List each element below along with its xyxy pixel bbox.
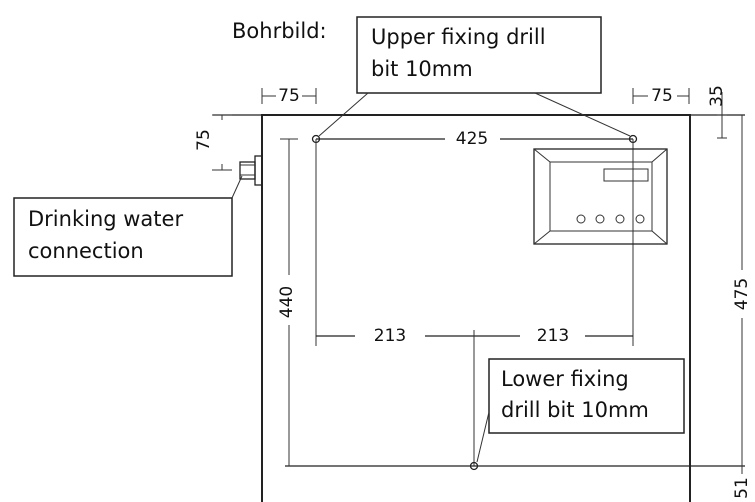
upper-callout-line1: Upper fixing drill	[371, 25, 546, 49]
dim-right-offset: 75	[632, 86, 690, 106]
lower-leader	[476, 411, 490, 463]
dim-top-offset: 35	[707, 85, 727, 139]
control-panel	[533, 148, 668, 245]
dim-overall-height-label: 475	[732, 278, 752, 310]
water-connection-callout: Drinking water connection	[13, 175, 243, 277]
dim-vertical-holes: 440	[277, 138, 298, 466]
dim-half-right-label: 213	[537, 326, 569, 346]
drawing-title: Bohrbild:	[232, 19, 327, 43]
dim-hole-spacing-label: 425	[456, 129, 488, 149]
dim-water-offset: 75	[194, 114, 232, 171]
dim-left-offset-label: 75	[278, 86, 300, 106]
upper-callout-line2: bit 10mm	[371, 57, 473, 81]
panel-button-1	[576, 214, 586, 224]
upper-leader-left	[318, 92, 369, 137]
water-connection-fitting	[239, 155, 263, 186]
upper-fixing-callout: Upper fixing drill bit 10mm	[318, 16, 631, 137]
dim-bottom-offset-label: 51	[732, 477, 752, 499]
dim-top-offset-label: 35	[707, 85, 727, 107]
dim-half-left-label: 213	[374, 326, 406, 346]
panel-button-2	[595, 214, 605, 224]
water-callout-line1: Drinking water	[28, 207, 183, 231]
lower-callout-line1: Lower fixing	[501, 367, 629, 391]
dim-half-spacing: 213 213	[316, 326, 633, 466]
display-window	[603, 168, 649, 182]
dim-hole-spacing: 425	[316, 129, 633, 149]
lower-hole	[469, 461, 479, 471]
unit-outline	[261, 114, 691, 502]
dim-water-offset-label: 75	[194, 129, 214, 151]
upper-leader-right	[534, 92, 631, 137]
lower-fixing-callout: Lower fixing drill bit 10mm	[476, 358, 685, 463]
water-leader	[231, 175, 243, 199]
lower-callout-line2: drill bit 10mm	[501, 398, 649, 422]
panel-button-3	[615, 214, 625, 224]
dim-bottom-offset: 51	[732, 466, 752, 499]
water-callout-line2: connection	[28, 239, 144, 263]
dim-right-offset-label: 75	[651, 86, 673, 106]
dim-overall-height: 475	[732, 115, 752, 466]
panel-button-4	[635, 214, 645, 224]
dim-left-offset: 75	[261, 86, 317, 106]
dim-vertical-holes-label: 440	[277, 286, 297, 318]
